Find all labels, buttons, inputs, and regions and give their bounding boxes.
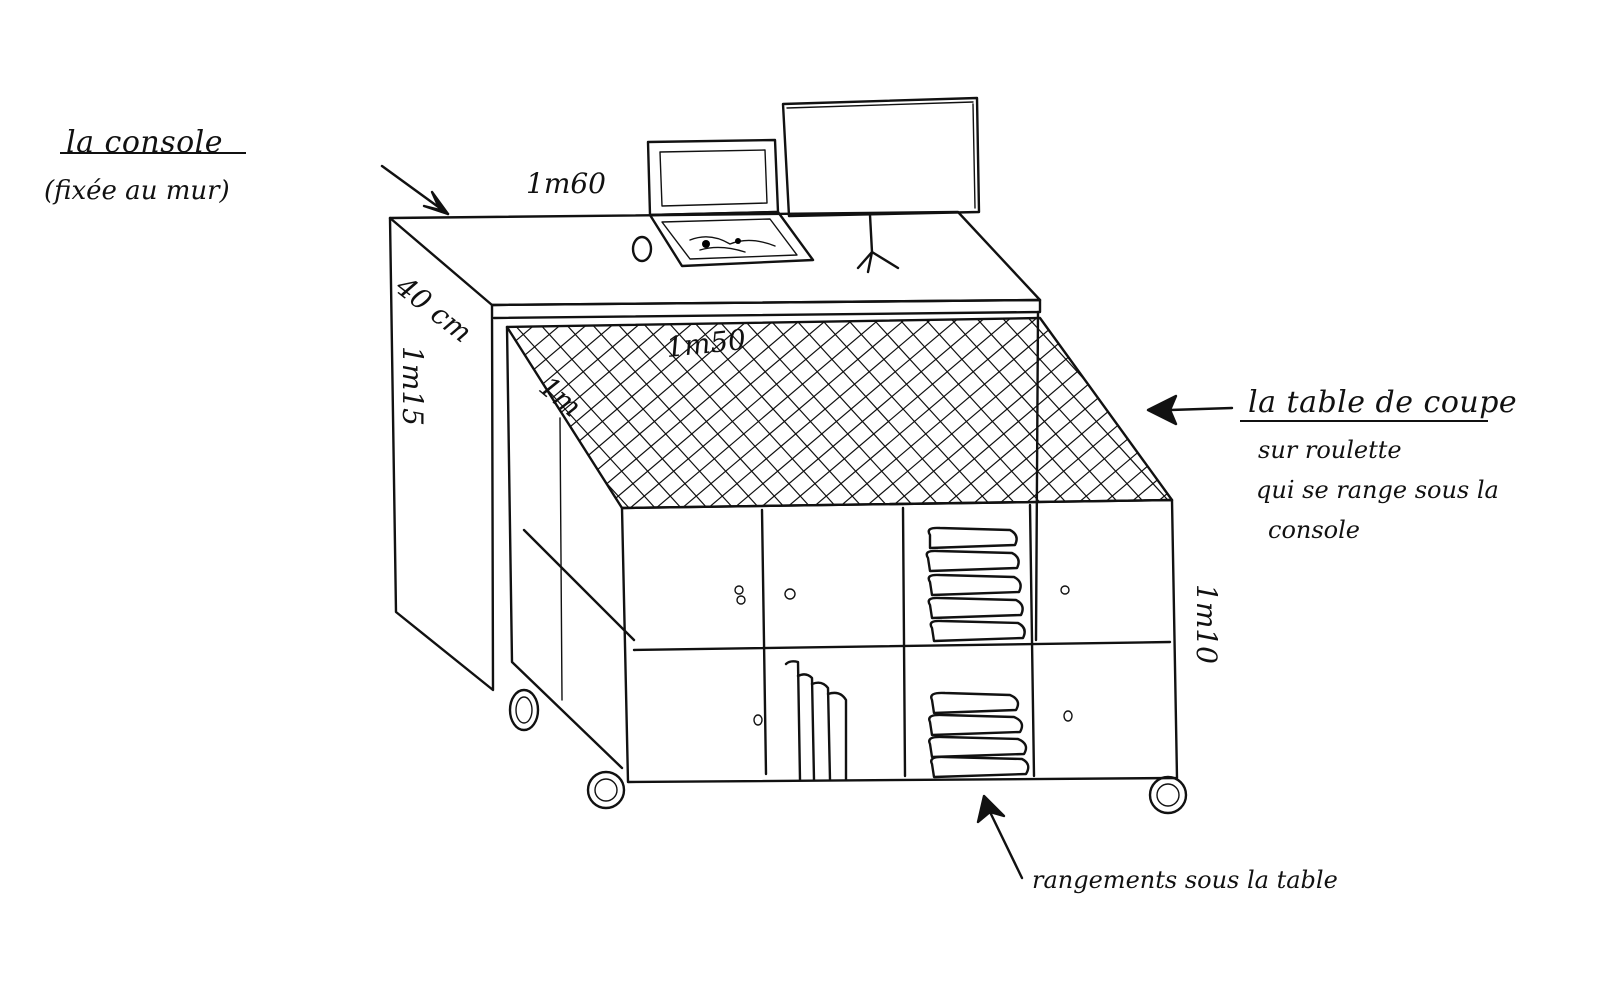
console-right-leg	[1034, 310, 1040, 642]
fabric-stack-lower	[928, 691, 1030, 779]
cutting-table-line3: console	[1268, 516, 1360, 544]
hatch-line	[180, 300, 380, 520]
cutting-mat	[505, 316, 1174, 510]
arrow-icon	[976, 794, 1024, 880]
cutting-table-line2: qui se range sous la	[1256, 476, 1499, 504]
cutting-table-title-underline	[1240, 420, 1488, 422]
hatch-line	[797, 318, 1059, 508]
console-title-underline	[60, 152, 246, 154]
hatch-line	[206, 300, 406, 520]
hatch-line	[751, 318, 953, 508]
hatch-line	[745, 318, 1007, 508]
hatch-line	[507, 318, 513, 508]
console-height-label: 1m15	[396, 346, 429, 426]
fabric-rolls	[784, 660, 848, 782]
caster-wheel-icon	[508, 688, 1188, 815]
hatch-line	[507, 318, 721, 508]
door-knobs	[734, 585, 1073, 726]
arrow-icon	[1146, 394, 1234, 426]
fabric-stack-upper	[925, 526, 1026, 643]
hatch-line	[1057, 318, 1172, 508]
hatch-line	[589, 318, 851, 508]
mouse-icon	[631, 235, 653, 263]
cutting-table-drawing	[505, 316, 1188, 815]
hatch-line	[507, 318, 693, 508]
hatch-line	[933, 318, 1135, 508]
console-left-side	[388, 216, 495, 692]
console-front-edge	[490, 298, 1042, 320]
hatch-line	[855, 318, 1057, 508]
hatch-line	[959, 318, 1161, 508]
hatch-line	[829, 318, 1031, 508]
hatch-line	[907, 318, 1109, 508]
cutting-table-line1: sur roulette	[1258, 436, 1402, 464]
hatch-line	[1037, 318, 1172, 508]
hatch-line	[615, 318, 877, 508]
hatch-line	[507, 318, 591, 508]
console-subtitle: (fixée au mur)	[44, 176, 230, 206]
hatch-line	[1109, 318, 1172, 508]
table-width-label: 1m50	[664, 322, 748, 365]
hatch-line	[641, 318, 903, 508]
hatch-line	[823, 318, 1085, 508]
hatch-line	[725, 318, 927, 508]
hatch-line	[693, 318, 955, 508]
hatch-line	[507, 318, 695, 508]
cutting-table-title: la table de coupe	[1248, 385, 1518, 420]
hatch-line	[777, 318, 979, 508]
hatch-line	[563, 318, 825, 508]
hatch-line	[1083, 318, 1172, 508]
hatch-line	[719, 318, 981, 508]
laptop-icon	[646, 138, 815, 268]
hatch-line	[667, 318, 929, 508]
hatch-line	[771, 318, 1033, 508]
table-front	[620, 498, 1179, 784]
hatch-line	[507, 318, 617, 508]
arrow-icon	[380, 164, 450, 216]
monitor-icon	[781, 96, 981, 274]
hatch-line	[803, 318, 1005, 508]
table-height-label: 1m10	[1190, 584, 1223, 664]
console-width-label: 1m60	[526, 167, 606, 200]
storage-note: rangements sous la table	[1032, 866, 1338, 894]
console-drawing	[388, 210, 1042, 692]
table-left-side	[505, 325, 624, 770]
hatch-line	[507, 318, 565, 508]
